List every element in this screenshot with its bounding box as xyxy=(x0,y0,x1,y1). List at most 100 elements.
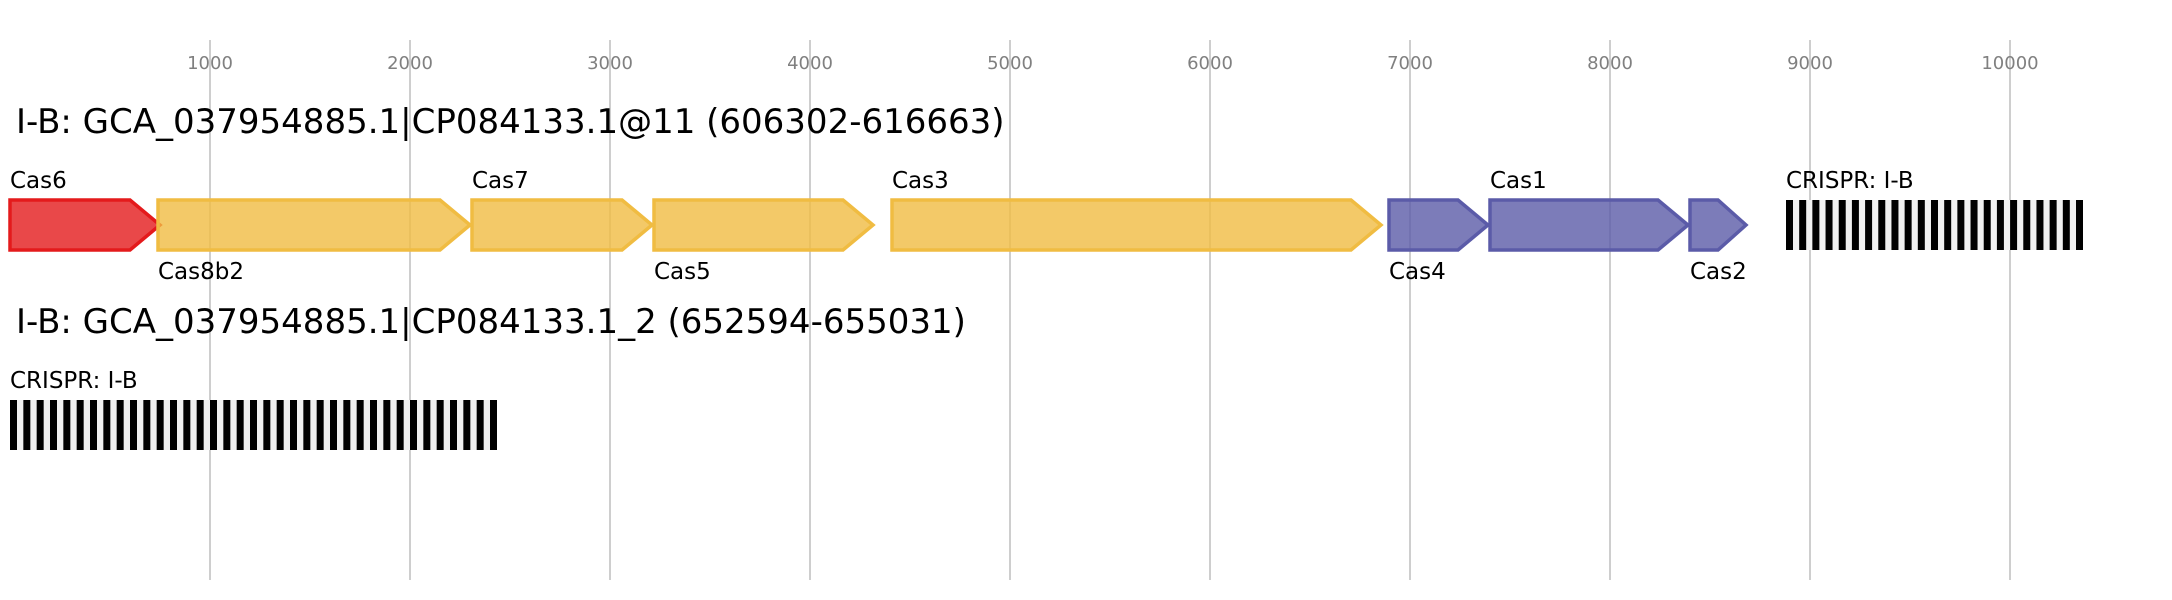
feature-label: Cas8b2 xyxy=(158,259,244,285)
gene-cas7: Cas7 xyxy=(470,168,655,252)
gene-arrow xyxy=(8,198,163,252)
crispr-repeat xyxy=(2049,200,2057,250)
crispr-repeat xyxy=(236,400,244,450)
gene-cas3: Cas3 xyxy=(890,168,1384,252)
crispr-repeat xyxy=(476,400,484,450)
gene-arrow xyxy=(890,198,1384,252)
gene-cas1: Cas1 xyxy=(1488,168,1691,252)
feature-label: CRISPR: I-B xyxy=(10,368,138,394)
crispr-repeat xyxy=(2023,200,2031,250)
crispr-array: CRISPR: I-B xyxy=(10,368,497,450)
crispr-repeat xyxy=(1838,200,1846,250)
crispr-repeat xyxy=(316,400,324,450)
crispr-repeat xyxy=(450,400,457,450)
crispr-repeat xyxy=(76,400,84,450)
crispr-repeat xyxy=(276,400,284,450)
crispr-repeat xyxy=(143,400,151,450)
crispr-repeat xyxy=(330,400,337,450)
crispr-repeat xyxy=(250,400,257,450)
crispr-repeat xyxy=(183,400,191,450)
crispr-repeat xyxy=(156,400,164,450)
feature-label: Cas4 xyxy=(1389,259,1446,285)
crispr-repeat xyxy=(1904,200,1912,250)
crispr-repeat xyxy=(370,400,377,450)
gene-arrow xyxy=(156,198,473,252)
gene-cas5: Cas5 xyxy=(652,198,876,285)
feature-label: Cas5 xyxy=(654,259,711,285)
crispr-repeat xyxy=(210,400,217,450)
crispr-repeat xyxy=(2062,200,2070,250)
crispr-repeat xyxy=(90,400,97,450)
axis-tick-label: 3000 xyxy=(587,53,633,74)
crispr-repeat xyxy=(410,400,417,450)
crispr-repeat xyxy=(1996,200,2004,250)
crispr-repeat xyxy=(1825,200,1833,250)
gene-arrow xyxy=(470,198,655,252)
axis-tick-label: 2000 xyxy=(387,53,433,74)
feature-label: Cas1 xyxy=(1490,168,1547,194)
crispr-repeat xyxy=(303,400,311,450)
axis-tick-label: 6000 xyxy=(1187,53,1233,74)
crispr-repeat xyxy=(1970,200,1978,250)
gene-arrow xyxy=(1688,198,1749,252)
gene-arrow xyxy=(1387,198,1491,252)
crispr-repeat xyxy=(436,400,444,450)
locus-title: I-B: GCA_037954885.1|CP084133.1_2 (65259… xyxy=(16,302,966,342)
axis-tick-label: 5000 xyxy=(987,53,1033,74)
axis-tick-label: 4000 xyxy=(787,53,833,74)
crispr-repeat xyxy=(130,400,137,450)
gene-arrow xyxy=(1488,198,1691,252)
crispr-repeat xyxy=(2010,200,2018,250)
crispr-repeat xyxy=(463,400,471,450)
crispr-repeat xyxy=(10,400,17,450)
axis-tick-label: 1000 xyxy=(187,53,233,74)
locus-title: I-B: GCA_037954885.1|CP084133.1@11 (6063… xyxy=(16,102,1005,142)
gene-cas6: Cas6 xyxy=(8,168,163,252)
feature-label: Cas3 xyxy=(892,168,949,194)
crispr-repeat xyxy=(170,400,177,450)
crispr-repeat xyxy=(63,400,71,450)
crispr-repeat xyxy=(1812,200,1820,250)
crispr-repeat xyxy=(343,400,351,450)
crispr-repeat xyxy=(196,400,204,450)
crispr-repeat xyxy=(1931,200,1938,250)
feature-label: Cas7 xyxy=(472,168,529,194)
axis-tick-label: 9000 xyxy=(1787,53,1833,74)
gene-cas8b2: Cas8b2 xyxy=(156,198,473,285)
crispr-repeat xyxy=(1865,200,1873,250)
crispr-repeat xyxy=(1851,200,1859,250)
crispr-repeat xyxy=(2036,200,2044,250)
crispr-repeat xyxy=(1891,200,1899,250)
axis-tick-label: 8000 xyxy=(1587,53,1633,74)
axis-tick-label: 7000 xyxy=(1387,53,1433,74)
crispr-repeat xyxy=(396,400,404,450)
crispr-repeat xyxy=(103,400,111,450)
crispr-repeat xyxy=(263,400,271,450)
crispr-repeat xyxy=(223,400,231,450)
gene-cas2: Cas2 xyxy=(1688,198,1749,285)
gene-cas4: Cas4 xyxy=(1387,198,1491,285)
crispr-repeat xyxy=(36,400,44,450)
feature-label: CRISPR: I-B xyxy=(1786,168,1914,194)
crispr-repeat xyxy=(423,400,431,450)
crispr-repeat xyxy=(1799,200,1807,250)
crispr-repeat xyxy=(290,400,297,450)
crispr-repeat xyxy=(490,400,497,450)
crispr-repeat xyxy=(116,400,124,450)
axis-tick-label: 10000 xyxy=(1981,53,2038,74)
crispr-repeat xyxy=(1944,200,1952,250)
crispr-repeat xyxy=(2076,200,2083,250)
feature-label: Cas2 xyxy=(1690,259,1747,285)
crispr-repeat xyxy=(1957,200,1965,250)
crispr-repeat xyxy=(1917,200,1925,250)
crispr-repeat xyxy=(1983,200,1991,250)
feature-label: Cas6 xyxy=(10,168,67,194)
crispr-repeat xyxy=(1786,200,1793,250)
crispr-array: CRISPR: I-B xyxy=(1786,168,2083,250)
crispr-repeat xyxy=(383,400,391,450)
crispr-repeat xyxy=(356,400,364,450)
crispr-repeat xyxy=(23,400,31,450)
crispr-repeat xyxy=(1878,200,1886,250)
crispr-repeat xyxy=(50,400,57,450)
